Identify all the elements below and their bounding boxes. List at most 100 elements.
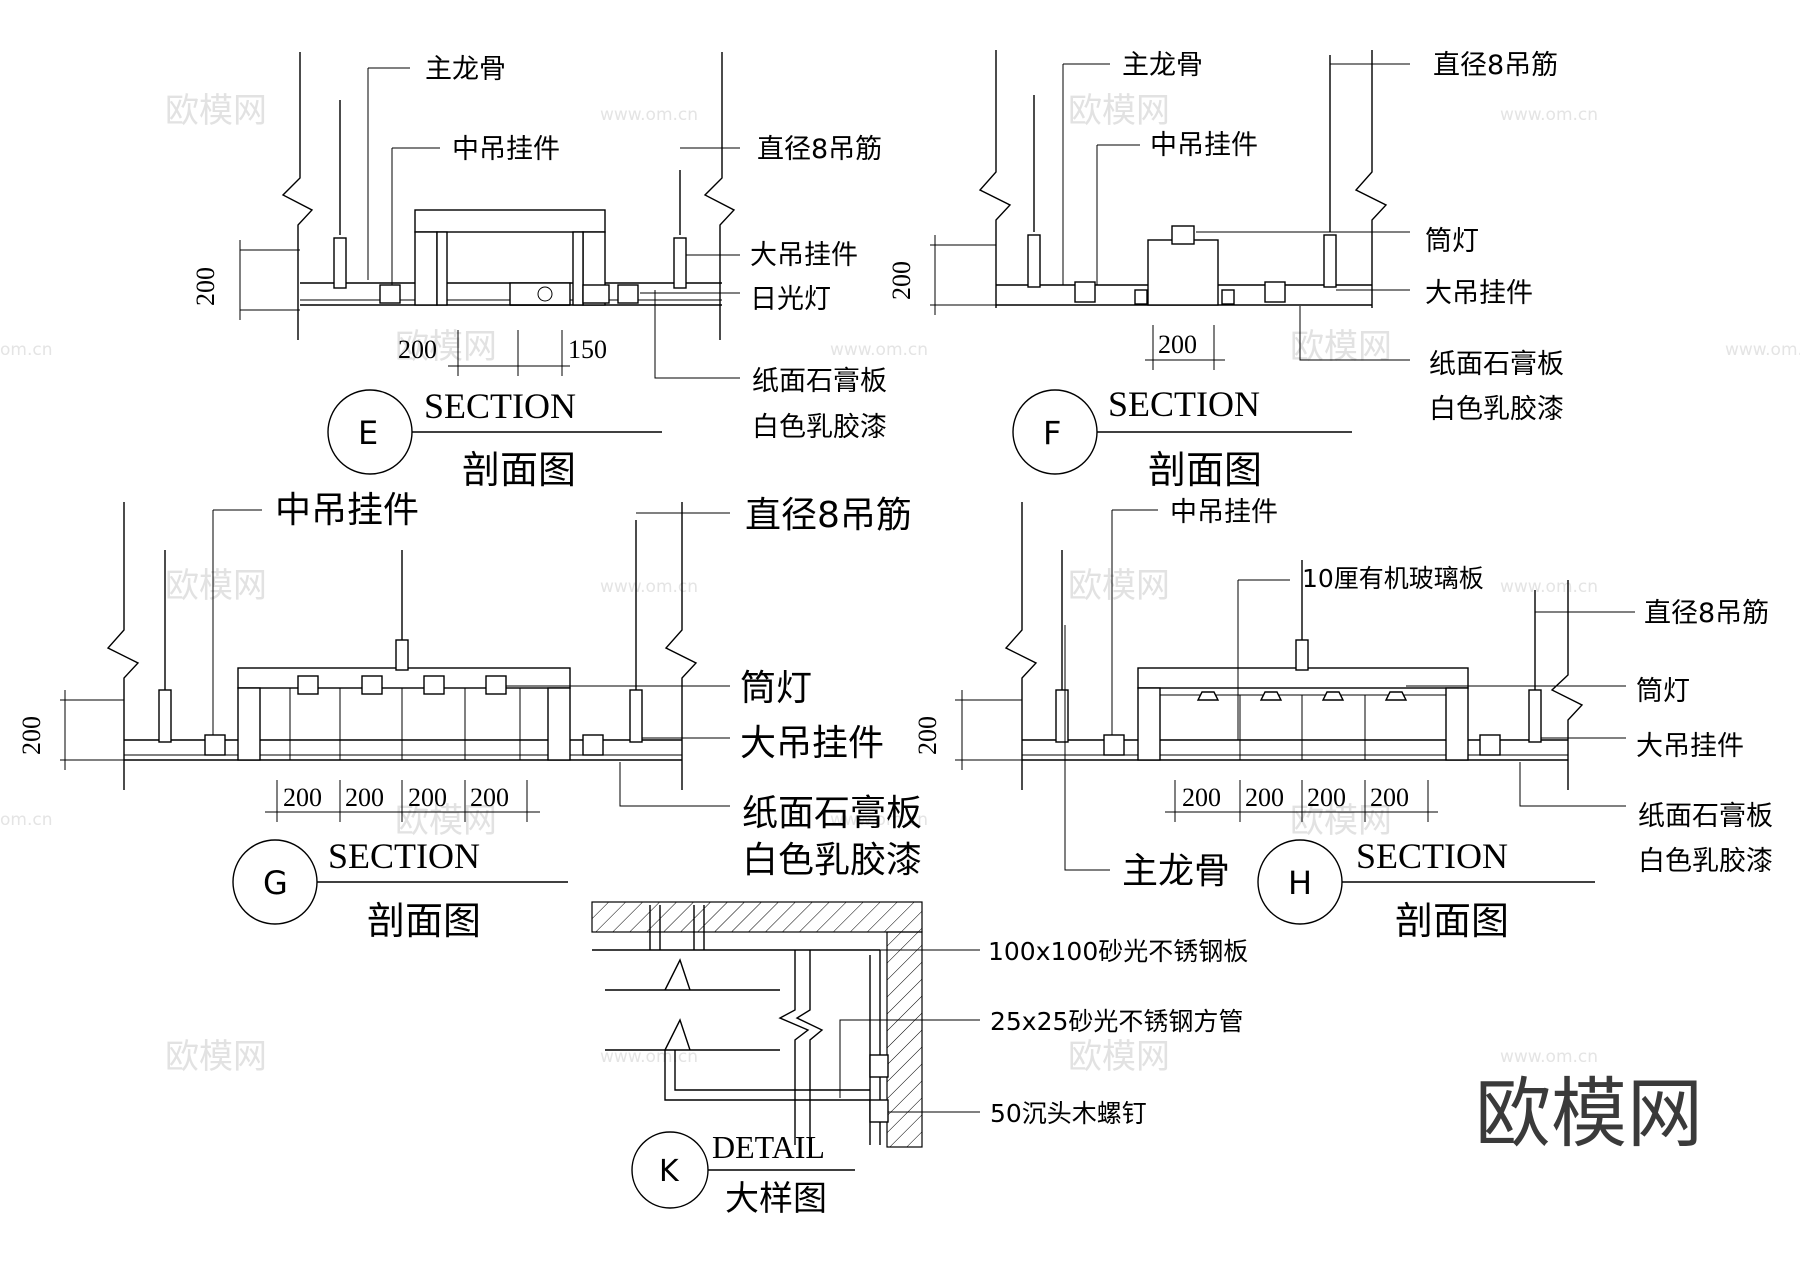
hanger-clip (1323, 234, 1337, 288)
hanger-clip (1295, 639, 1309, 671)
dim-label: 200 (345, 783, 384, 812)
watermark-url: www.om.cn (1500, 105, 1598, 125)
main-channel (204, 734, 226, 756)
section-caption: 剖面图 (1148, 448, 1262, 492)
leader (1519, 762, 1626, 807)
main-channel (1479, 734, 1501, 756)
hanger-clip (395, 639, 409, 671)
screw-head (869, 1054, 889, 1078)
detail-label: DETAIL (712, 1129, 825, 1165)
label-main-keel: 主龙骨 (1122, 851, 1230, 892)
downlight (485, 675, 507, 695)
rod-break (778, 950, 810, 1145)
clip (664, 1018, 691, 1051)
label-paint: 白色乳胶漆 (1638, 846, 1773, 877)
label-mid-hanger: 中吊挂件 (275, 490, 419, 531)
dim-label: 200 (1245, 783, 1284, 812)
label-rod: 直径8吊筋 (1433, 50, 1558, 81)
dim-vertical: 200 (913, 716, 942, 755)
watermark-url: om.cn (0, 340, 53, 360)
ceiling-opening (509, 282, 571, 306)
dim-label: 200 (283, 783, 322, 812)
watermark-logo: 欧模网 (1068, 566, 1170, 606)
hanger-clip (629, 689, 643, 743)
label-gypsum: 纸面石膏板 (752, 366, 887, 397)
wall-hatch (886, 931, 923, 1148)
dim-label: 200 (1307, 783, 1346, 812)
section-letter: H (1288, 864, 1312, 902)
watermark-logo: 欧模网 (165, 91, 267, 131)
watermark-logo: 欧模网 (165, 1037, 267, 1077)
watermark-logo: 欧模网 (395, 327, 497, 367)
main-channel (1264, 281, 1286, 303)
panel-e: 200 200 150 主龙骨 中吊挂件 直径8吊筋 大吊挂件 日光灯 纸面石膏… (191, 52, 887, 492)
hanger-clip (1055, 689, 1069, 743)
light-box-top (1137, 667, 1469, 689)
panel-k: 100x100砂光不锈钢板 25x25砂光不锈钢方管 50沉头木螺钉 K DET… (591, 901, 1248, 1219)
channel (582, 284, 610, 304)
main-channel (617, 284, 639, 304)
label-downlight: 筒灯 (1425, 226, 1479, 257)
leader (619, 762, 730, 807)
detail-letter: K (659, 1154, 680, 1189)
label-big-hanger: 大吊挂件 (740, 723, 884, 764)
watermark-url: www.om.cn (830, 810, 928, 830)
section-letter: E (358, 414, 378, 452)
section-letter: G (263, 864, 288, 902)
main-channel (582, 734, 604, 756)
light-box-stud (436, 231, 448, 306)
main-channel (1074, 281, 1096, 303)
watermark-logo: 欧模网 (165, 566, 267, 606)
label-rod: 直径8吊筋 (757, 134, 882, 165)
section-letter: F (1043, 414, 1061, 452)
label-big-hanger: 大吊挂件 (1425, 278, 1533, 309)
section-label: SECTION (1108, 384, 1260, 424)
watermark-url: www.om.cn (1500, 1047, 1598, 1067)
dim-label: 200 (1182, 783, 1221, 812)
dim-label: 200 (408, 783, 447, 812)
light-box-stud (572, 231, 584, 306)
watermark-url: om.cn (0, 810, 53, 830)
downlight (1196, 691, 1220, 701)
wall-right (664, 502, 698, 790)
wall-right (1354, 50, 1388, 308)
leader (654, 290, 740, 379)
clip (664, 958, 691, 991)
watermark-logo: 欧模网 (395, 801, 497, 841)
watermark-logo: 欧模网 (1068, 1037, 1170, 1077)
watermark-logo: 欧模网 (1290, 801, 1392, 841)
label-screw: 50沉头木螺钉 (990, 1099, 1147, 1128)
dim-label: 200 (1370, 783, 1409, 812)
watermark-url: www.om.cn (600, 1047, 698, 1067)
watermark-url: www.om.cn (600, 577, 698, 597)
dim-vertical: 200 (887, 261, 916, 300)
watermark-logo: 欧模网 (1290, 327, 1392, 367)
watermark-url: www.om.cn (600, 105, 698, 125)
leader (1299, 306, 1410, 361)
label-paint: 白色乳胶漆 (1429, 394, 1564, 425)
dim-label: 200 (1158, 330, 1197, 359)
label-gypsum: 纸面石膏板 (742, 793, 922, 834)
label-downlight: 筒灯 (740, 668, 812, 709)
fluorescent-lamp (537, 286, 553, 302)
label-big-hanger: 大吊挂件 (1636, 731, 1744, 762)
watermark-url: www.om.cn (830, 340, 928, 360)
hanger-clip (333, 237, 347, 289)
dim-label: 150 (568, 335, 607, 364)
label-mid-hanger: 中吊挂件 (452, 134, 560, 165)
section-caption: 剖面图 (1395, 899, 1509, 943)
watermark-logo: 欧模网 (1068, 91, 1170, 131)
label-gypsum: 纸面石膏板 (1638, 801, 1773, 832)
label-rod: 直径8吊筋 (745, 495, 912, 536)
hanger-clip (158, 689, 172, 743)
light-box-top (414, 209, 606, 233)
label-mid-hanger: 中吊挂件 (1170, 497, 1278, 528)
wall-left (106, 502, 140, 790)
light-box-side (237, 687, 261, 761)
downlight (361, 675, 383, 695)
light-box-side (547, 687, 571, 761)
label-mid-hanger: 中吊挂件 (1150, 130, 1258, 161)
light-box-top (237, 667, 571, 689)
wall-left (1004, 502, 1038, 790)
